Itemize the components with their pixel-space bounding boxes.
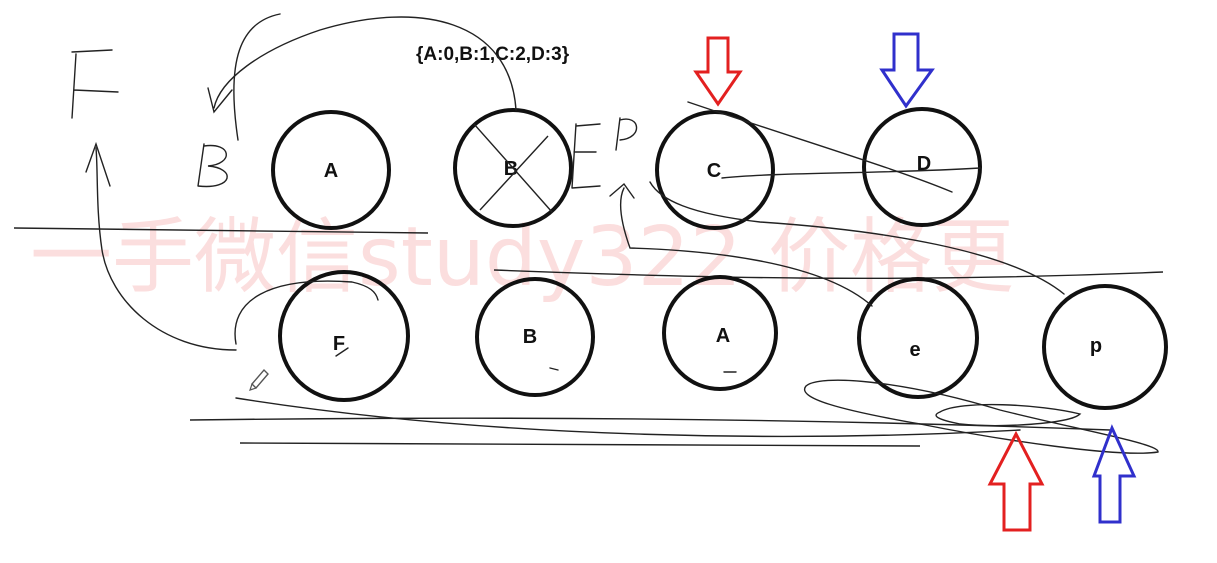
old-node-d: D xyxy=(862,107,982,227)
new-node-b: B xyxy=(475,277,595,397)
separator-bottom-long xyxy=(189,417,1111,431)
new-node-e: e xyxy=(857,277,979,399)
new-node-f-label: F xyxy=(333,333,345,355)
pencil-cursor-icon xyxy=(249,368,269,391)
old-node-b: B xyxy=(453,108,573,228)
handwritten-annotations xyxy=(71,13,1159,454)
arrow-b-back-head xyxy=(207,87,233,114)
loop-small-bottom xyxy=(935,403,1082,427)
pointer-blue-up-icon xyxy=(1091,424,1137,524)
handwritten-p-letter xyxy=(615,117,638,151)
pointer-blue-down-icon xyxy=(879,32,935,109)
new-node-a: A xyxy=(662,275,778,391)
pointer-red-up-icon xyxy=(987,430,1045,532)
new-row: F B A e p xyxy=(278,270,1168,410)
old-node-a: A xyxy=(271,110,391,230)
handwritten-e-letter xyxy=(571,123,601,189)
line-bottom-sweep xyxy=(235,397,1021,438)
new-node-f: F xyxy=(278,270,410,402)
separator-top-left xyxy=(13,227,429,234)
new-node-p-label: p xyxy=(1090,335,1102,357)
line-c-d-middle xyxy=(721,167,981,179)
old-node-d-label: D xyxy=(917,153,931,175)
curve-e-to-p xyxy=(619,187,873,307)
old-node-b-label: B xyxy=(504,158,518,180)
curve-p-to-c xyxy=(649,181,1065,295)
pointer-arrows xyxy=(693,32,1137,532)
loop-under-e-p xyxy=(803,379,1159,454)
tick-under-b xyxy=(549,367,559,371)
pointer-red-down-icon xyxy=(693,36,743,107)
loop-near-f xyxy=(234,280,379,345)
old-node-b-cross-mark xyxy=(473,123,553,213)
handwritten-b-letter xyxy=(197,143,228,188)
new-node-b-label: B xyxy=(523,326,537,348)
new-node-p: p xyxy=(1042,284,1168,410)
separator-bottom-short xyxy=(239,442,921,447)
tick-under-f xyxy=(335,347,349,357)
separator-top-right xyxy=(493,269,1164,280)
arrow-f-up xyxy=(95,147,237,351)
new-node-e-label: e xyxy=(909,339,920,361)
old-row: A B C D xyxy=(271,107,982,230)
handwritten-f-letter xyxy=(71,49,119,119)
mapping-label: {A:0,B:1,C:2,D:3} xyxy=(416,44,570,65)
curve-e-to-p-head xyxy=(609,182,635,199)
old-node-c-label: C xyxy=(707,160,721,182)
arrow-f-up-head xyxy=(85,141,111,187)
line-c-to-d xyxy=(687,101,953,193)
old-node-c: C xyxy=(655,110,775,230)
old-node-a-label: A xyxy=(324,160,338,182)
new-node-a-label: A xyxy=(716,325,730,347)
curve-b-secondary xyxy=(233,13,281,141)
